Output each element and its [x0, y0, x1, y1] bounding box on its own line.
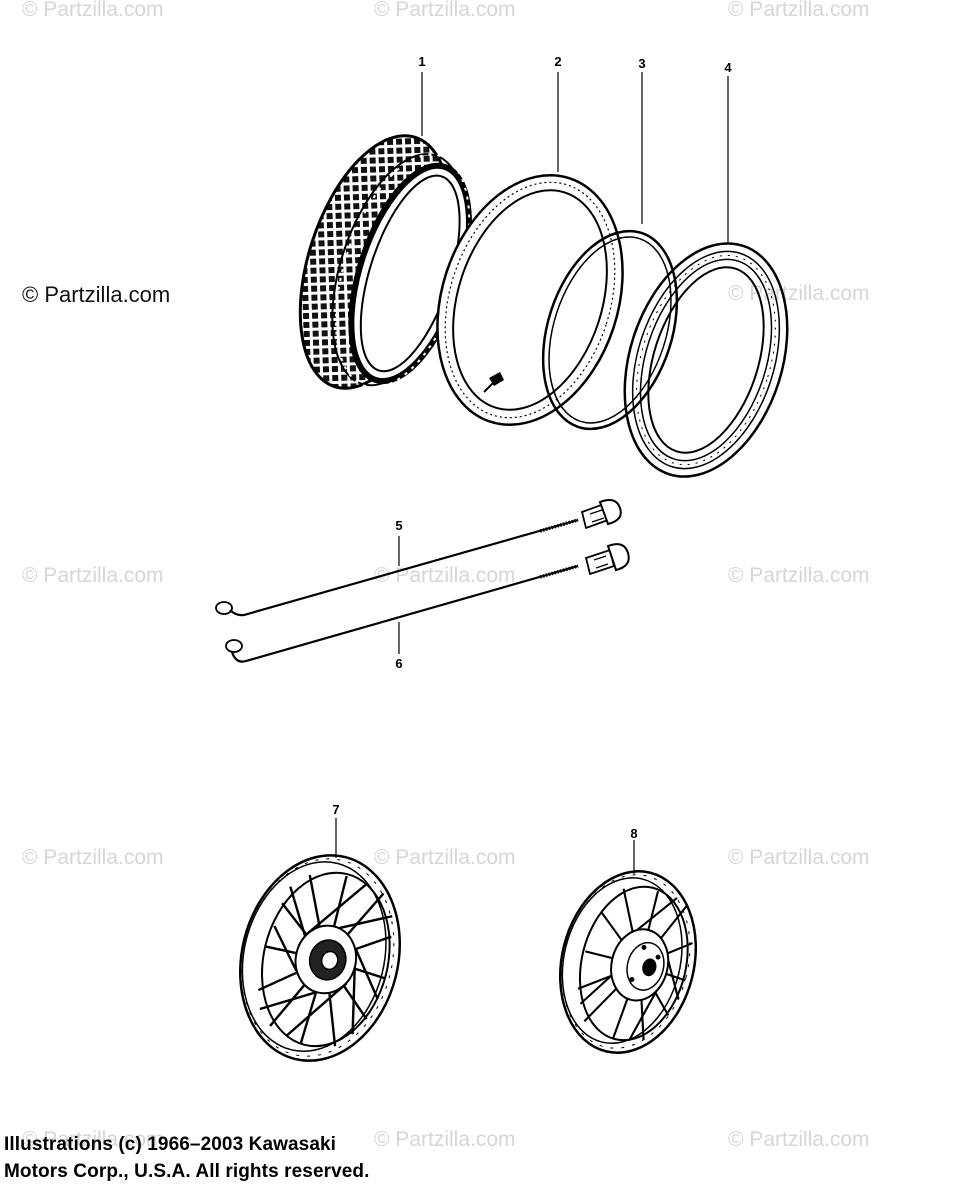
callout-2: 2 — [554, 54, 561, 69]
copyright-line-1: Illustrations (c) 1966–2003 Kawasaki — [4, 1134, 337, 1155]
watermark: © Partzilla.com — [22, 846, 164, 869]
spoke-6-part[interactable] — [225, 543, 630, 663]
rim-band-part[interactable] — [520, 214, 701, 446]
spoke-5-part[interactable] — [215, 499, 622, 617]
watermark-strong: © Partzilla.com — [22, 282, 171, 307]
callout-3: 3 — [638, 56, 645, 71]
callout-1: 1 — [418, 54, 425, 69]
watermark: © Partzilla.com — [22, 564, 164, 587]
watermark: © Partzilla.com — [374, 564, 516, 587]
tube-part[interactable] — [407, 151, 653, 449]
watermark: © Partzilla.com — [22, 0, 164, 21]
watermark: © Partzilla.com — [728, 1128, 870, 1151]
watermark: © Partzilla.com — [728, 282, 870, 305]
rear-wheel-part[interactable] — [542, 857, 715, 1067]
callout-5: 5 — [395, 518, 402, 533]
watermark: © Partzilla.com — [374, 846, 516, 869]
watermark: © Partzilla.com — [22, 1128, 164, 1151]
front-wheel-part[interactable] — [219, 838, 421, 1078]
watermark: © Partzilla.com — [374, 1128, 516, 1151]
watermark: © Partzilla.com — [728, 564, 870, 587]
watermark: © Partzilla.com — [728, 846, 870, 869]
copyright-line-2: Motors Corp., U.S.A. All rights reserved… — [4, 1161, 370, 1182]
callout-8: 8 — [630, 826, 637, 841]
watermark: © Partzilla.com — [728, 0, 870, 21]
valve-stem — [483, 372, 504, 393]
watermark: © Partzilla.com — [374, 0, 516, 21]
callout-4: 4 — [724, 60, 732, 75]
callout-7: 7 — [332, 802, 339, 817]
rim-part[interactable] — [597, 222, 816, 497]
callout-6: 6 — [395, 656, 402, 671]
